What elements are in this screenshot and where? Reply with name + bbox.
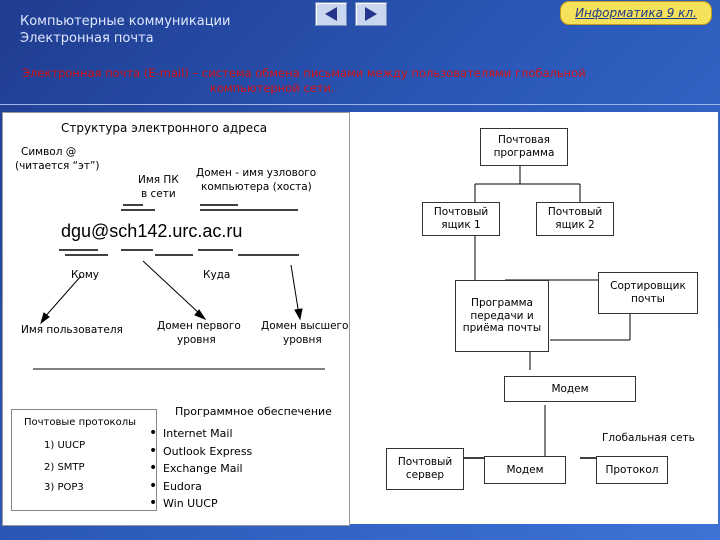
address-structure-panel: Структура электронного адреса Символ @ (… <box>2 112 350 526</box>
software-item: Eudora <box>149 478 252 496</box>
email-address-example: dgu@sch142.urc.ac.ru <box>61 221 243 241</box>
user-name-label: Имя пользователя <box>21 324 123 336</box>
address-structure-heading: Структура электронного адреса <box>61 121 268 135</box>
mail-server-box: Почтовый сервер <box>386 448 464 490</box>
header-title-line1: Компьютерные коммуникации <box>20 14 231 29</box>
sorter-box: Сортировщик почты <box>598 272 698 314</box>
first-level-domain-label-2: уровня <box>177 334 216 346</box>
software-item: Win UUCP <box>149 495 252 513</box>
to-label: Кому <box>71 269 100 281</box>
pc-name-label: Имя ПК <box>138 174 179 186</box>
software-list: Internet Mail Outlook Express Exchange M… <box>149 425 252 513</box>
top-level-domain-label-2: уровня <box>283 334 322 346</box>
definition-line1: Электронная почта (E-mail) – система обм… <box>22 66 586 80</box>
protocol-item: 1) UUCP <box>44 440 86 451</box>
at-symbol-label: Символ @ <box>21 146 77 158</box>
protocols-box: Почтовые протоколы 1) UUCP 2) SMTP 3) PO… <box>11 409 157 511</box>
protocol-item: 3) POP3 <box>44 482 84 493</box>
software-item: Exchange Mail <box>149 460 252 478</box>
transfer-program-box: Программа передачи и приёма почты <box>455 280 549 352</box>
mailbox-1-box: Почтовый ящик 1 <box>422 202 500 236</box>
mail-system-diagram: Почтовая программа Почтовый ящик 1 Почто… <box>350 112 718 524</box>
page-link[interactable]: Информатика 9 кл. <box>560 1 712 25</box>
protocols-title: Почтовые протоколы <box>24 417 137 428</box>
header-title-line2: Электронная почта <box>20 31 154 46</box>
software-title: Программное обеспечение <box>175 405 332 418</box>
software-item: Internet Mail <box>149 425 252 443</box>
protocol-box: Протокол <box>596 456 668 484</box>
mail-program-box: Почтовая программа <box>480 128 568 166</box>
protocol-item: 2) SMTP <box>44 462 85 473</box>
address-diagram-lines <box>33 204 325 370</box>
modem-top-box: Модем <box>504 376 636 402</box>
at-symbol-reading: (читается “эт”) <box>15 160 100 172</box>
definition-line2: компьютерной сети. <box>210 81 335 95</box>
software-item: Outlook Express <box>149 443 252 461</box>
next-slide-button[interactable] <box>355 2 387 26</box>
domain-node-label-2: компьютера (хоста) <box>201 181 312 193</box>
pc-name-label-2: в сети <box>141 188 176 200</box>
mailbox-2-box: Почтовый ящик 2 <box>536 202 614 236</box>
domain-node-label: Домен - имя узлового <box>196 167 317 179</box>
modem-bottom-box: Модем <box>484 456 566 484</box>
divider <box>0 104 720 105</box>
where-label: Куда <box>203 269 231 281</box>
top-level-domain-label: Домен высшего <box>261 320 349 332</box>
prev-slide-button[interactable] <box>315 2 347 26</box>
first-level-domain-label: Домен первого <box>157 320 241 332</box>
global-network-label: Глобальная сеть <box>602 432 695 444</box>
